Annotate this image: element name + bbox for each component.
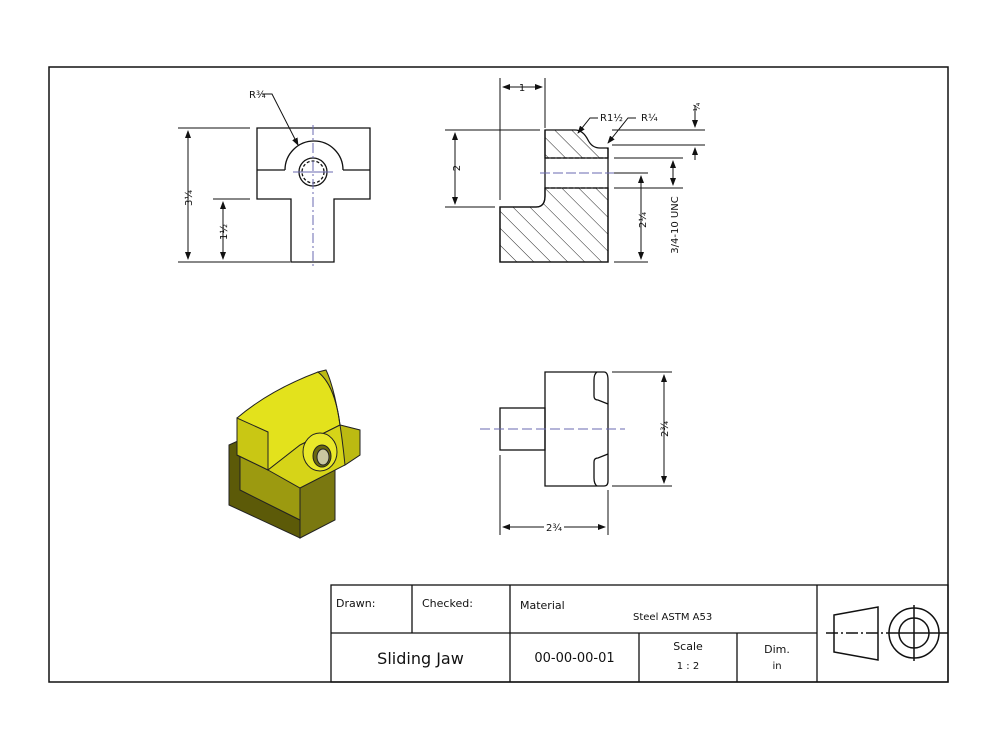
part-name: Sliding Jaw [377,649,464,668]
dim-radius-large: R1½ [600,112,623,124]
scale-label: Scale [673,640,703,653]
drawn-label: Drawn: [336,597,376,610]
dim-top-length: 2¾ [546,523,562,534]
isometric-view [228,369,361,539]
sheet-border [48,66,949,683]
dim-gap-top: ¼ [693,102,703,111]
dim-units-value: in [772,661,782,672]
dim-thread: 3/4-10 UNC [670,196,681,253]
section-view [445,78,705,263]
material-value: Steel ASTM A53 [633,612,713,623]
dim-height-upper: 2 [452,165,463,171]
dim-units-label: Dim. [764,643,790,656]
dim-radius-front: R¾ [249,90,266,101]
material-label: Material [520,599,565,612]
top-view [480,371,672,535]
dim-top-width: 2¾ [660,421,671,437]
part-number: 00-00-00-01 [534,651,615,666]
dim-height-total: 3¼ [183,190,195,206]
dim-radius-small: R¼ [641,112,658,124]
dim-stem-height: 1½ [218,224,230,240]
dim-top-width: 1 [519,83,525,94]
front-view [178,93,371,267]
checked-label: Checked: [422,597,473,610]
scale-value: 1 : 2 [676,661,700,672]
third-angle-projection-icon [826,605,948,661]
dim-hole-height: 2¼ [637,212,649,228]
